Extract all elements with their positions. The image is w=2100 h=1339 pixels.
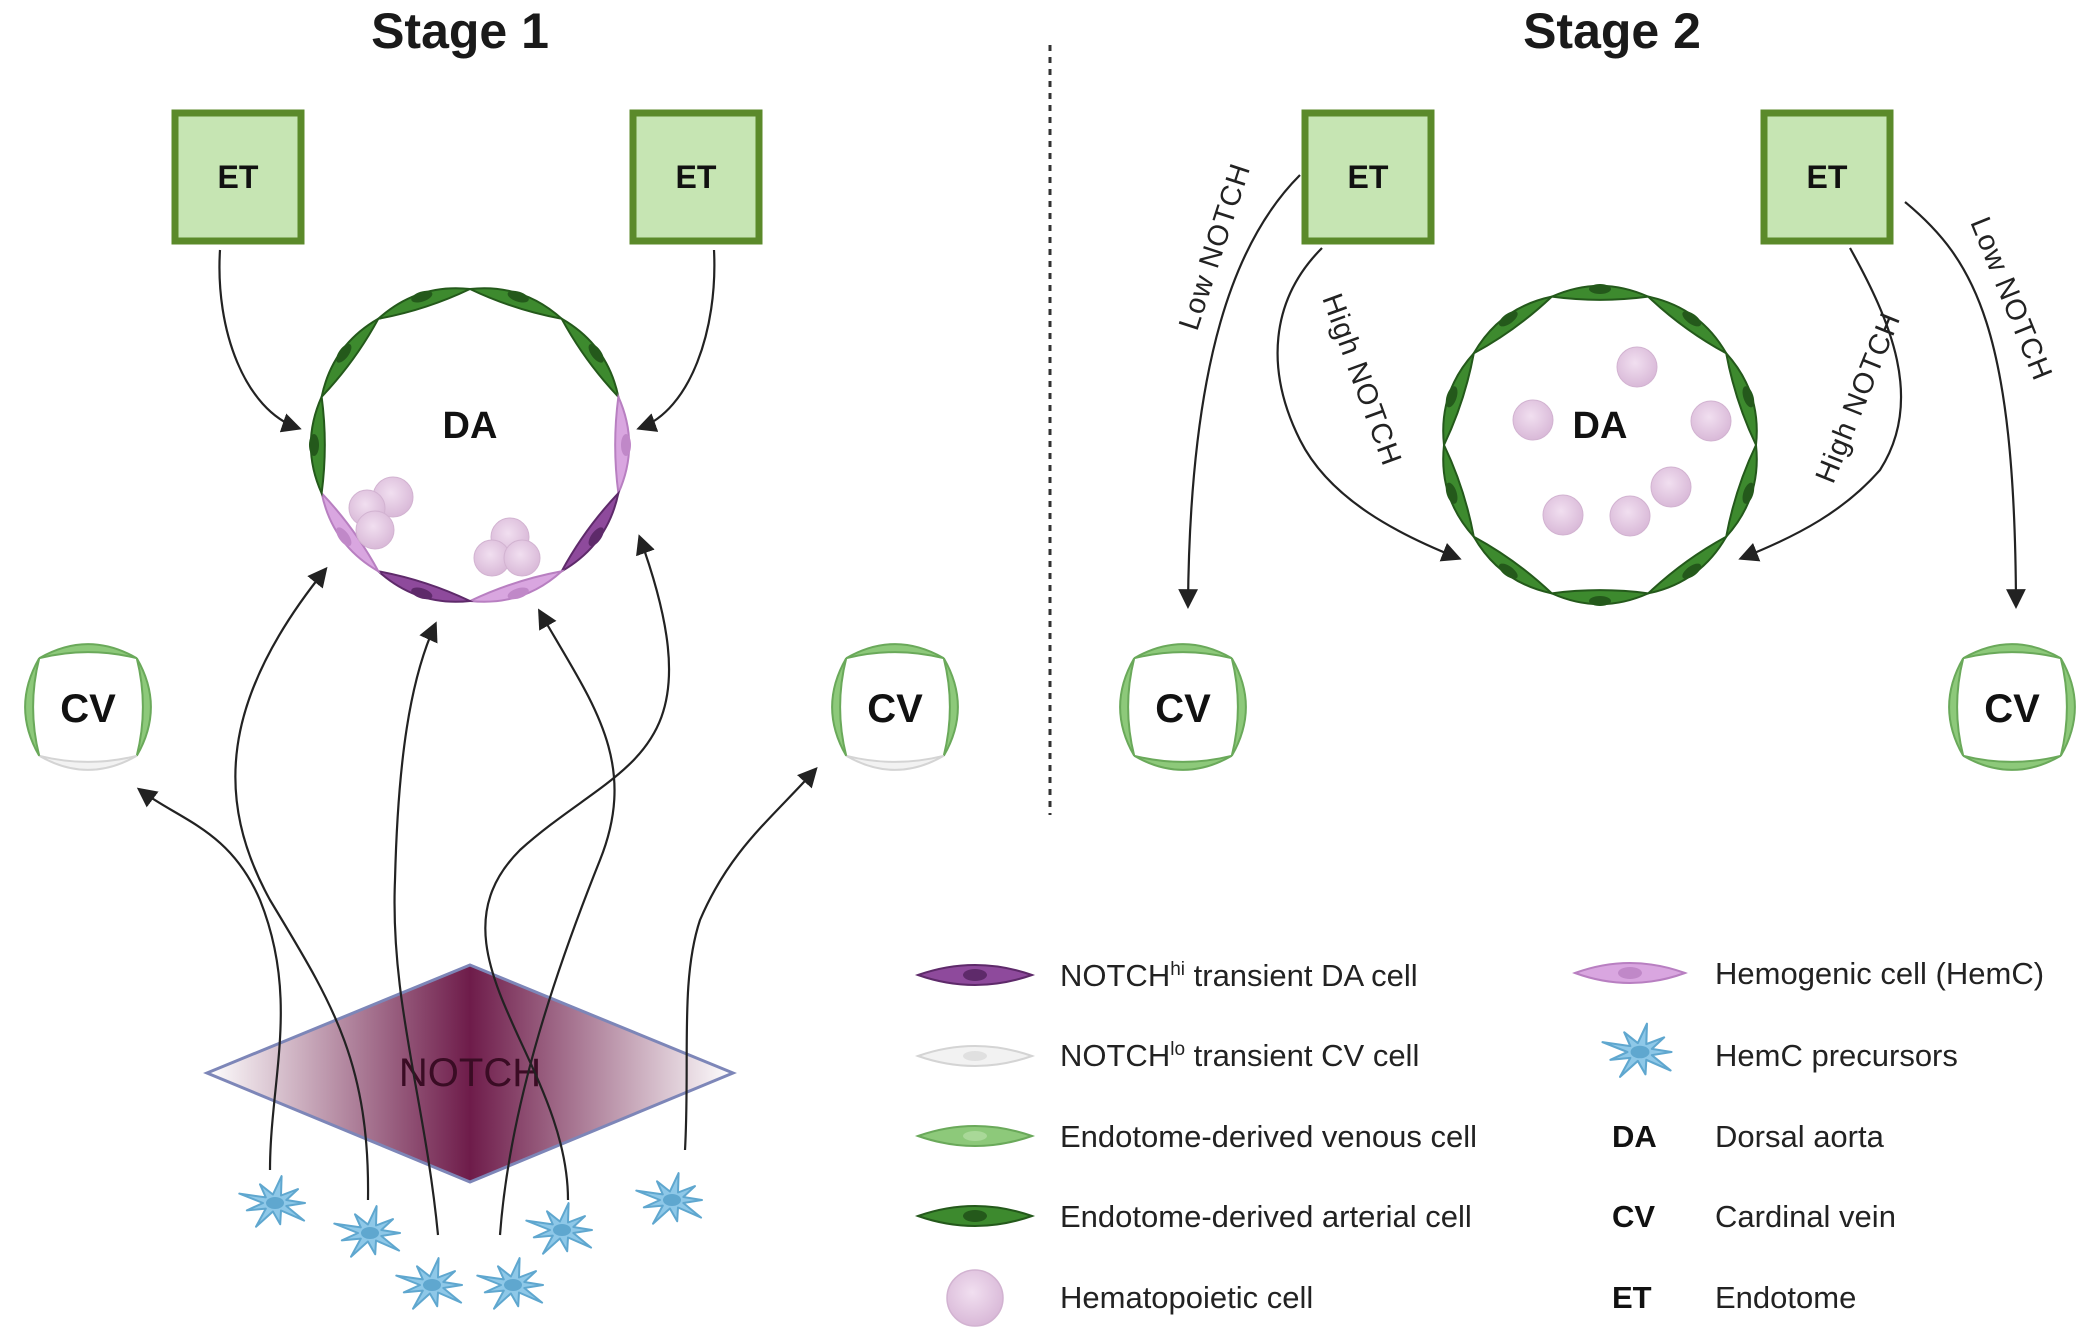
hemc-precursor-cell [476,1257,544,1310]
stage2-da-wall-cells [1442,284,1758,606]
hemc-precursor-cell [525,1202,593,1255]
hemc-precursor-cell [395,1257,463,1310]
vessel-wall-cell [2059,657,2076,757]
legend-label-notch-hi: NOTCHhi transient DA cell [1060,958,1418,993]
cv-label: CV [1984,687,2040,731]
vessel-wall-cell [38,754,138,771]
hemc-precursor-cell [333,1205,401,1258]
hemc-precursor-cell [635,1172,703,1225]
hemc-precursor-cell [238,1175,306,1228]
hemc-precursor-icon [1601,1022,1673,1078]
stage1-da-wall-cells [309,287,631,603]
label-high-notch-right: High NOTCH [1810,308,1907,488]
venous-cell-icon [914,1125,1036,1147]
arrow-high-notch-left [1276,247,1462,562]
legend-label-precursors: HemC precursors [1715,1038,1958,1073]
arrow-low-notch-left [1178,174,1301,609]
stage1-et-box-left: ET [171,109,305,245]
stage2-et-box-left: ET [1301,109,1435,245]
notch-lo-cv-cell-icon [914,1045,1036,1067]
label-low-notch-left: Low NOTCH [1173,159,1257,334]
vessel-wall-cell [845,643,945,660]
notch-gradient-diamond: NOTCH [203,963,737,1184]
da-label: DA [1573,405,1628,447]
vessel-wall-cell [1962,643,2062,660]
vessel-wall-cell [466,287,565,321]
arrow-et-to-da-left [218,249,302,433]
stage1-cardinal-vein-right: CV [831,643,959,771]
arrow-high-notch-right [1738,247,1903,562]
stage2-cardinal-vein-left: CV [1119,643,1247,771]
arrow-precursor-to-hemc-2 [393,621,440,1236]
legend-label-arterial: Endotome-derived arterial cell [1060,1199,1472,1234]
hematopoietic-cluster-right [473,517,541,577]
arrow-precursor-to-hemc-4 [484,534,671,1201]
stage1-et-box-right: ET [629,109,763,245]
vessel-wall-cell [831,657,848,757]
stage1-title: Stage 1 [371,3,549,59]
arterial-cell-icon [914,1205,1036,1227]
arrow-low-notch-right [1904,201,2026,609]
vessel-wall-cell [1230,657,1247,757]
notch-hi-da-cell-icon [914,964,1036,986]
vessel-wall-cell [942,657,959,757]
vessel-wall-cell [38,643,138,660]
arrow-et-to-da-right [636,249,716,432]
legend-label-hematopoietic: Hematopoietic cell [1060,1280,1313,1315]
stage2-dorsal-aorta: DA [1442,284,1758,606]
da-label: DA [443,405,498,447]
vessel-wall-cell [1133,643,1233,660]
hematopoietic-cells-inside [1512,346,1732,537]
legend-label-venous: Endotome-derived venous cell [1060,1119,1477,1154]
legend-label-notch-lo: NOTCHlo transient CV cell [1060,1038,1419,1073]
arrow-precursor-to-cv-left [136,787,282,1171]
et-label: ET [1348,159,1389,195]
vessel-wall-cell [1119,657,1136,757]
arrow-precursor-to-hemc-1 [234,566,370,1201]
stage1-cardinal-vein-left: CV [24,643,152,771]
hemc-precursor-cell [1601,1022,1673,1078]
vessel-wall-cell [1471,294,1556,356]
legend-abbr-da: DA [1612,1119,1657,1154]
vessel-wall-cell [845,754,945,771]
label-high-notch-left: High NOTCH [1315,289,1407,470]
hematopoietic-cluster-left [348,476,414,550]
legend-label-cardinal-vein: Cardinal vein [1715,1199,1896,1234]
hemc-precursor-group [238,1172,703,1310]
vessel-wall-cell [135,657,152,757]
notch-label: NOTCH [399,1051,541,1095]
vessel-wall-cell [1948,657,1965,757]
cv-label: CV [867,687,923,731]
et-label: ET [1807,159,1848,195]
cv-label: CV [1155,687,1211,731]
hemogenic-cell-icon [1572,962,1688,984]
legend-label-dorsal-aorta: Dorsal aorta [1715,1119,1885,1154]
legend-abbr-cv: CV [1612,1199,1655,1234]
legend: NOTCHhi transient DA cell NOTCHlo transi… [914,956,2044,1327]
vessel-wall-cell [1133,754,1233,771]
hematopoietic-cell-icon [946,1269,1004,1327]
vessel-wall-cell [1962,754,2062,771]
et-label: ET [676,159,717,195]
stage1-dorsal-aorta: DA [309,287,631,603]
arrow-precursor-to-hemc-3 [498,608,616,1236]
stage2-cardinal-vein-right: CV [1948,643,2076,771]
stage2-et-box-right: ET [1760,109,1894,245]
stage2-title: Stage 2 [1523,3,1701,59]
legend-label-hemogenic: Hemogenic cell (HemC) [1715,956,2044,991]
legend-label-endotome: Endotome [1715,1280,1856,1315]
vessel-wall-cell [24,657,41,757]
arrow-precursor-to-cv-right [683,767,818,1151]
legend-abbr-et: ET [1612,1280,1652,1315]
cv-label: CV [60,687,116,731]
et-label: ET [218,159,259,195]
